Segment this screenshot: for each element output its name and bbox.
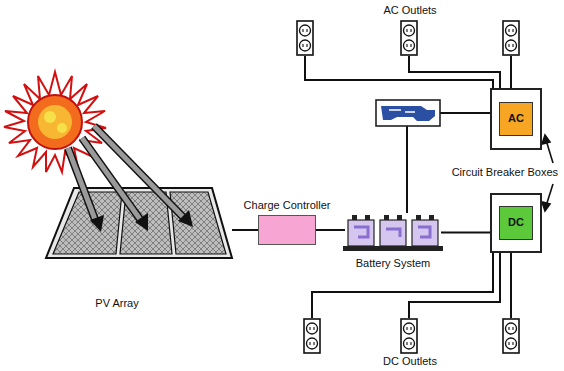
- node-label: Charge Controller: [242, 199, 333, 212]
- wire: [232, 230, 258, 231]
- inverter: [376, 100, 440, 126]
- ac-outlets: [297, 21, 519, 55]
- dc-breaker-box: DC: [490, 193, 542, 253]
- node-label: DC: [499, 206, 533, 240]
- light-rays: [68, 126, 193, 232]
- dc-outlets: [304, 319, 519, 353]
- node-label: PV Array: [93, 297, 140, 310]
- group-label: DC Outlets: [381, 355, 439, 368]
- wire: [407, 113, 490, 213]
- wire: [441, 232, 490, 233]
- wire: [316, 230, 345, 231]
- outlet-wires: [305, 56, 511, 318]
- pv-array: PV Array: [38, 180, 232, 312]
- ac-breaker-box: AC: [490, 88, 542, 150]
- node-label: AC: [499, 102, 533, 136]
- pv-panel: [46, 188, 232, 258]
- battery-cells: [343, 215, 443, 251]
- node-label: Battery System: [354, 257, 433, 270]
- charge-controller: Charge Controller: [258, 215, 316, 245]
- battery-system: Battery System: [345, 213, 441, 252]
- group-label: Circuit Breaker Boxes: [450, 166, 560, 179]
- group-label: AC Outlets: [381, 4, 438, 17]
